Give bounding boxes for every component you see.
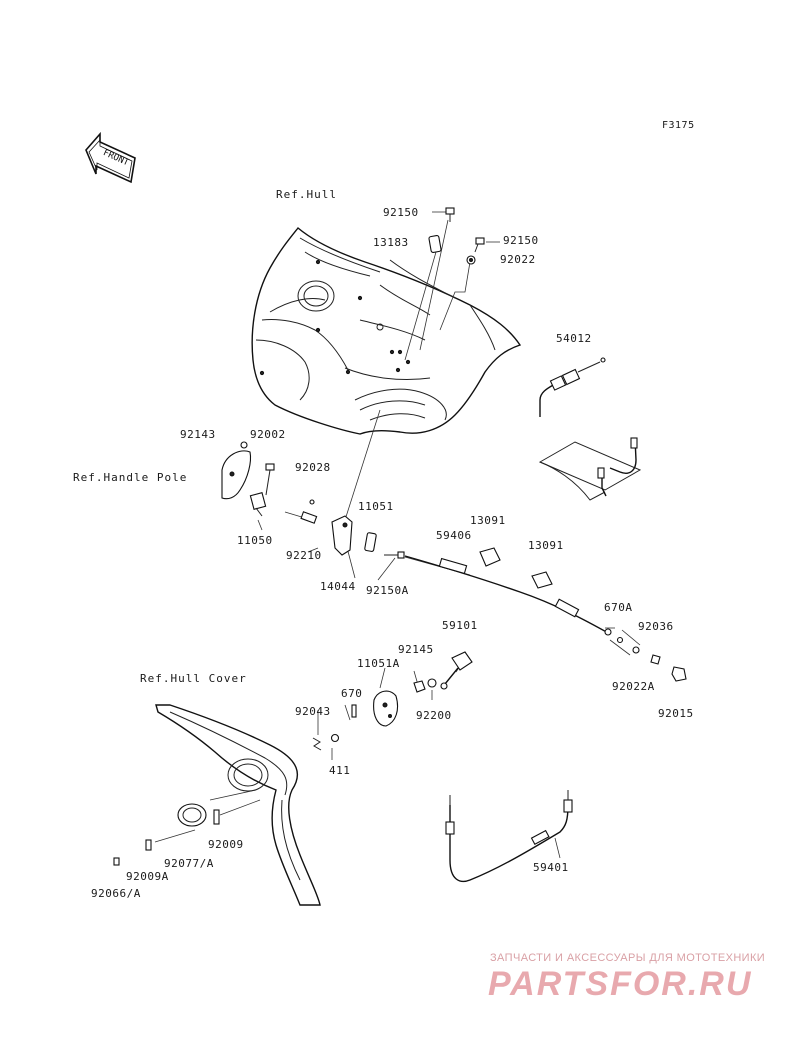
part-label: 670A [604, 601, 633, 614]
washer-92200 [427, 678, 437, 688]
part-label: 92009 [208, 838, 244, 851]
part-label: 92143 [180, 428, 216, 441]
bracket-11050 [249, 492, 267, 517]
part-label: 670 [341, 687, 363, 700]
cap-92009-assembly [113, 803, 220, 866]
bolt-92150-top [445, 207, 455, 222]
right-small-parts [616, 636, 687, 682]
part-label: 59101 [442, 619, 478, 632]
hull-cover [155, 704, 321, 906]
part-label: 59401 [533, 861, 569, 874]
bolt-92028 [265, 463, 275, 496]
part-label: 13183 [373, 236, 409, 249]
clamp-13091-a [479, 547, 501, 567]
part-label: 92077/A [164, 857, 214, 870]
handle-pole-bracket [221, 441, 252, 500]
part-label: 92200 [416, 709, 452, 722]
part-label: 92036 [638, 620, 674, 633]
part-label: 11051A [357, 657, 400, 670]
front-arrow-icon: FRONT [85, 131, 136, 184]
clamp-13091-b [531, 571, 553, 589]
pin-670 [351, 704, 357, 718]
part-label: 92150A [366, 584, 409, 597]
part-label: 92043 [295, 705, 331, 718]
part-label: 92015 [658, 707, 694, 720]
part-label: 92150 [383, 206, 419, 219]
part-label: 92066/A [91, 887, 141, 900]
part-label: 92022A [612, 680, 655, 693]
part-label: 92150 [503, 234, 539, 247]
spring-92043 [312, 737, 322, 751]
part-label: 92022 [500, 253, 536, 266]
hull-outline [251, 227, 522, 435]
part-label: 54012 [556, 332, 592, 345]
bush-13183 [428, 235, 442, 253]
cable-54012 [539, 357, 606, 417]
bolt-92150-right [474, 237, 485, 253]
part-label: 92145 [398, 643, 434, 656]
ref-hull-cover-label: Ref.Hull Cover [140, 672, 247, 685]
part-label: 92009A [126, 870, 169, 883]
cable-bracket-assembly [538, 437, 642, 501]
ref-handle-pole-label: Ref.Handle Pole [73, 471, 188, 484]
part-label: 411 [329, 764, 351, 777]
cable-59406 [404, 555, 612, 636]
bolt-92150A [384, 551, 405, 559]
part-label: 14044 [320, 580, 356, 593]
lever-14044 [331, 515, 353, 556]
watermark-tagline: ЗАПЧАСТИ И АКСЕССУАРЫ ДЛЯ МОТОТЕХНИКИ [490, 952, 766, 964]
lever-11051A [373, 690, 399, 727]
nut-92145 [413, 680, 426, 693]
link-59101 [440, 651, 473, 690]
part-label: 92028 [295, 461, 331, 474]
washer-92022 [466, 255, 476, 265]
ref-hull-label: Ref.Hull [276, 188, 337, 201]
part-label: 11051 [358, 500, 394, 513]
part-label: 13091 [528, 539, 564, 552]
part-label: 13091 [470, 514, 506, 527]
washer-411 [330, 733, 340, 743]
part-label: 92002 [250, 428, 286, 441]
figure-code: F3175 [662, 120, 695, 131]
part-label: 11050 [237, 534, 273, 547]
leader-lines [154, 211, 641, 859]
cable-59401 [445, 790, 573, 883]
bolt-92210 [300, 499, 318, 524]
part-label: 59406 [436, 529, 472, 542]
part-label: 92210 [286, 549, 322, 562]
watermark-logo: PARTSFOR.RU [488, 965, 753, 1003]
bush-11051 [364, 532, 377, 552]
